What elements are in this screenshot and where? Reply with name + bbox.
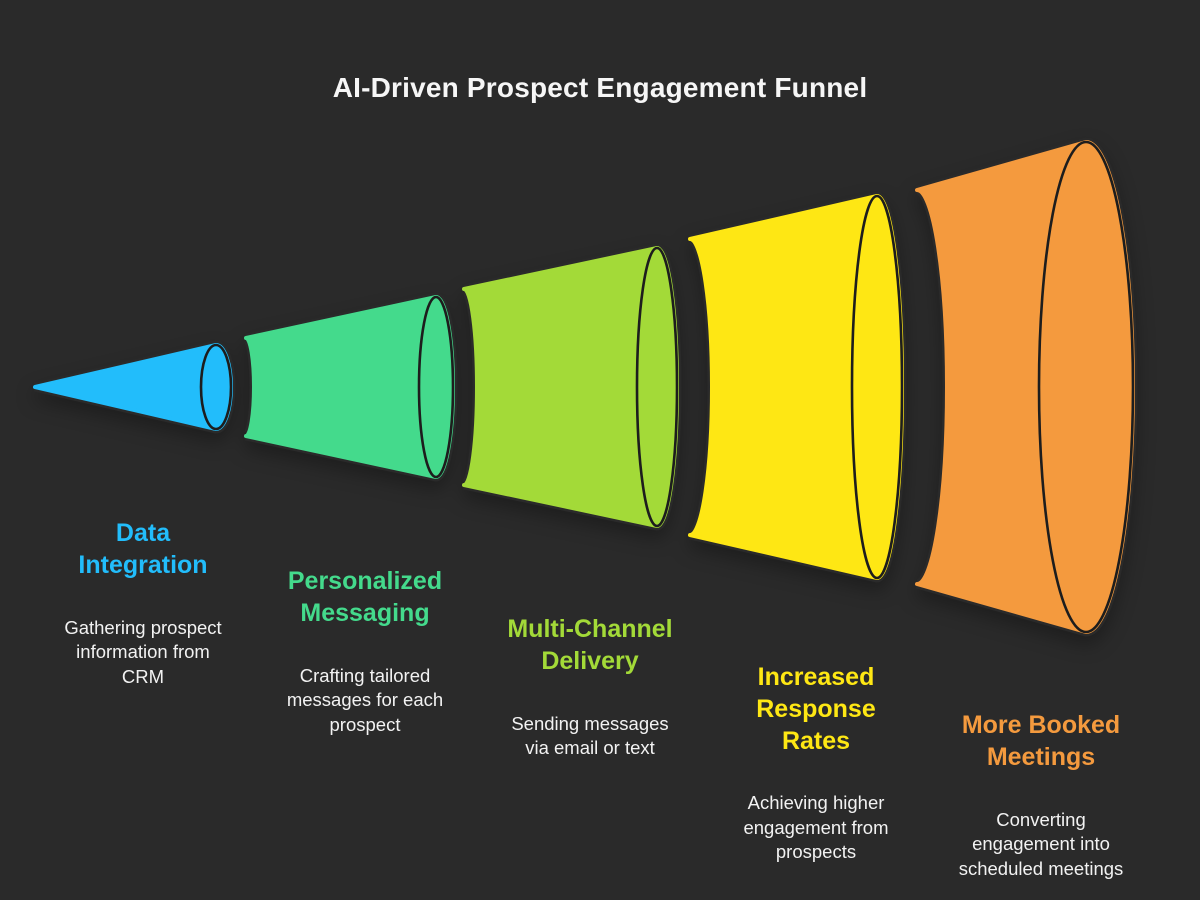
stage-label-more-booked-meetings: More Booked Meetings Converting engageme… (929, 692, 1153, 899)
stage-heading: More Booked Meetings (961, 711, 1121, 771)
stage-label-multi-channel-delivery: Multi-Channel Delivery Sending messages … (478, 596, 702, 779)
stage-heading: Multi-Channel Delivery (507, 615, 673, 675)
stage-label-data-integration: Data Integration Gathering prospect info… (31, 500, 255, 707)
stage-description: Achieving higher engagement from prospec… (743, 792, 889, 863)
funnel-segment-cap-3 (850, 194, 904, 580)
stage-description: Crafting tailored messages for each pros… (286, 664, 444, 735)
stage-label-increased-response-rates: Increased Response Rates Achieving highe… (704, 644, 928, 883)
stage-label-personalized-messaging: Personalized Messaging Crafting tailored… (253, 548, 477, 755)
funnel-segment-cap-2 (635, 246, 679, 528)
stage-heading: Increased Response Rates (756, 663, 876, 755)
stage-description: Sending messages via email or text (511, 712, 669, 759)
funnel-segment-cap-4 (1037, 140, 1135, 634)
stage-heading: Data Integration (78, 519, 208, 579)
stage-description: Gathering prospect information from CRM (64, 616, 222, 687)
funnel-segments (33, 137, 1138, 637)
stage-heading: Personalized Messaging (287, 567, 443, 627)
chart-title: AI-Driven Prospect Engagement Funnel (332, 72, 868, 103)
stage-description: Converting engagement into scheduled mee… (958, 808, 1124, 879)
funnel-segment-cap-0 (199, 343, 233, 431)
funnel-segment-cap-1 (417, 295, 455, 479)
